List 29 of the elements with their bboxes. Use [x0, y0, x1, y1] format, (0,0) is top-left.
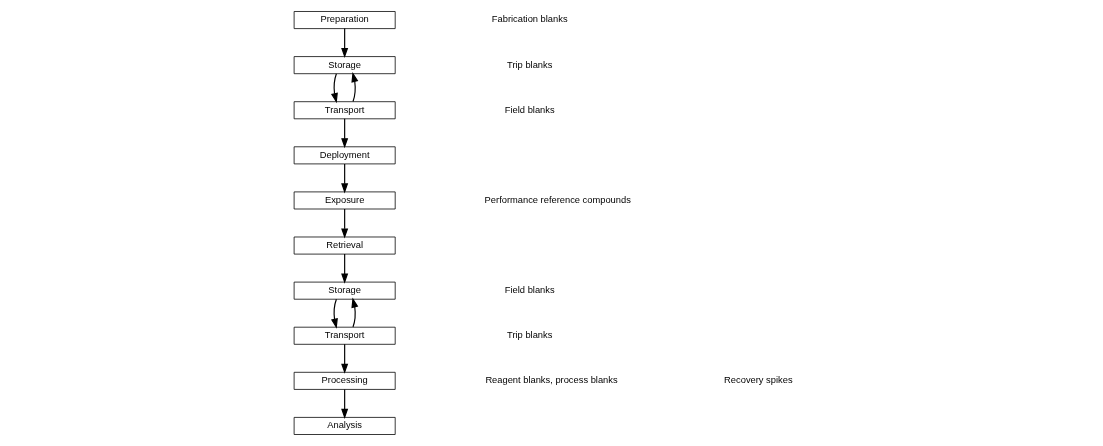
node-box: Processing — [293, 371, 396, 390]
node-box: Deployment — [293, 146, 396, 165]
label: Reagent blanks, process blanks — [485, 375, 618, 386]
arrow — [351, 297, 359, 328]
label: Fabrication blanks — [491, 14, 568, 25]
node-box: Transport — [293, 101, 396, 120]
arrow — [351, 72, 359, 103]
node-box: Exposure — [293, 191, 396, 210]
node-box: Storage — [293, 281, 396, 300]
node-box: Transport — [293, 326, 396, 345]
node-box: Storage — [293, 56, 396, 75]
arrow — [341, 208, 349, 239]
arrow — [341, 343, 349, 374]
node-box: Retrieval — [293, 236, 396, 255]
label: Recovery spikes — [724, 375, 793, 386]
label: Field blanks — [504, 104, 555, 115]
node-box: Preparation — [293, 11, 396, 29]
arrow — [330, 73, 338, 104]
node-box: Analysis — [293, 417, 396, 435]
label: Field blanks — [504, 285, 555, 296]
arrow — [341, 253, 349, 284]
label: Trip blanks — [507, 59, 553, 70]
label: Performance reference compounds — [484, 194, 631, 205]
label: Trip blanks — [507, 330, 553, 341]
arrow — [341, 118, 349, 149]
arrow — [330, 298, 338, 329]
arrow — [341, 163, 349, 194]
arrow — [341, 388, 349, 419]
arrow — [341, 28, 349, 59]
